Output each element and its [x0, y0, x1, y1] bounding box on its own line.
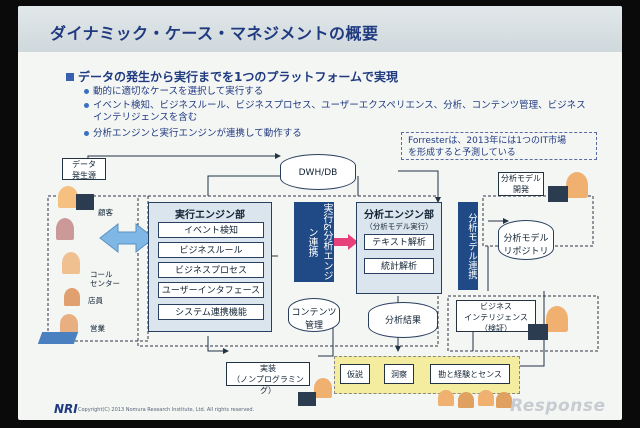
double-arrow-icon: [100, 224, 154, 252]
woman-icon: [56, 218, 74, 240]
link-line: 実行&分析: [321, 203, 332, 251]
exec-item: ビジネスプロセス: [158, 262, 264, 278]
analysis-item: テキスト解析: [364, 234, 434, 250]
dev-monitor-icon: [298, 392, 316, 406]
sales-icon: [60, 314, 78, 334]
sales-label: 営業: [90, 324, 105, 333]
impl-line: （ノンプログラミング）: [227, 374, 309, 396]
call-center-line: センター: [90, 279, 122, 288]
slide: ダイナミック・ケース・マネジメントの概要 データの発生から実行までを1つのプラッ…: [18, 6, 622, 420]
operator-icon: [62, 252, 80, 274]
customer-icon: [58, 186, 78, 208]
bi-line: ビジネス: [457, 301, 535, 312]
monitor-icon: [548, 186, 568, 202]
model-dev-line: 分析モデル: [499, 173, 543, 184]
intuition-box: 勘と経験とセンス: [430, 364, 510, 384]
analysis-result: 分析結果: [368, 302, 438, 338]
dwh-db: DWH/DB: [280, 154, 356, 190]
exec-item: ビジネスルール: [158, 242, 264, 258]
content-mgmt-line: コンテンツ: [289, 305, 339, 318]
model-repo: 分析モデル リポジトリ: [498, 220, 554, 260]
model-repo-line: 分析モデル: [499, 231, 553, 244]
team-member-icon: [478, 390, 494, 406]
analysis-engine-title: 分析エンジン部: [357, 206, 441, 221]
bi-monitor-icon: [528, 324, 548, 340]
model-repo-line: リポジトリ: [499, 244, 553, 257]
response-watermark: Response: [510, 396, 606, 416]
exec-item: イベント検知: [158, 222, 264, 238]
data-source-label: データ: [63, 159, 105, 170]
copyright: Copyright(C) 2013 Nomura Research Instit…: [78, 407, 254, 413]
impl-line: 実装: [227, 363, 309, 374]
store-label: 店員: [88, 296, 103, 305]
call-center-label: コール センター: [90, 270, 122, 288]
analysis-engine-sub: （分析モデル実行）: [357, 221, 441, 232]
call-center-line: コール: [90, 270, 122, 279]
laptop-icon: [76, 194, 94, 210]
bi-box: ビジネス インテリジェンス （検証）: [456, 300, 536, 332]
content-mgmt: コンテンツ 管理: [288, 298, 340, 332]
bi-line: （検証）: [457, 323, 535, 334]
exec-analysis-link: 実行&分析エンジン連携: [294, 202, 334, 282]
map-icon: [38, 332, 78, 344]
analyst-icon: [566, 172, 588, 198]
bi-user-icon: [546, 306, 568, 332]
model-link: 分析モデル連携: [458, 202, 478, 290]
insight-box: 洞察: [384, 364, 414, 384]
nri-logo: NRI: [54, 402, 78, 416]
model-dev-box: 分析モデル 開発: [498, 172, 544, 196]
content-mgmt-line: 管理: [289, 318, 339, 331]
bi-line: インテリジェンス: [457, 312, 535, 323]
data-source-label: 発生源: [63, 170, 105, 181]
impl-box: 実装 （ノンプログラミング）: [226, 362, 310, 386]
team-member-icon: [458, 392, 474, 408]
hypothesis-box: 仮説: [340, 364, 370, 384]
exec-engine-title: 実行エンジン部: [149, 206, 271, 221]
analysis-item: 統計解析: [364, 258, 434, 274]
exec-item: システム連携機能: [158, 304, 264, 320]
model-dev-line: 開発: [499, 184, 543, 195]
clerk-icon: [64, 288, 80, 306]
team-member-icon: [438, 390, 454, 406]
customer-label: 顧客: [98, 208, 113, 217]
data-source-box: データ 発生源: [62, 158, 106, 180]
developer-icon: [314, 378, 332, 398]
exec-item: ユーザーインタフェース: [158, 282, 264, 298]
